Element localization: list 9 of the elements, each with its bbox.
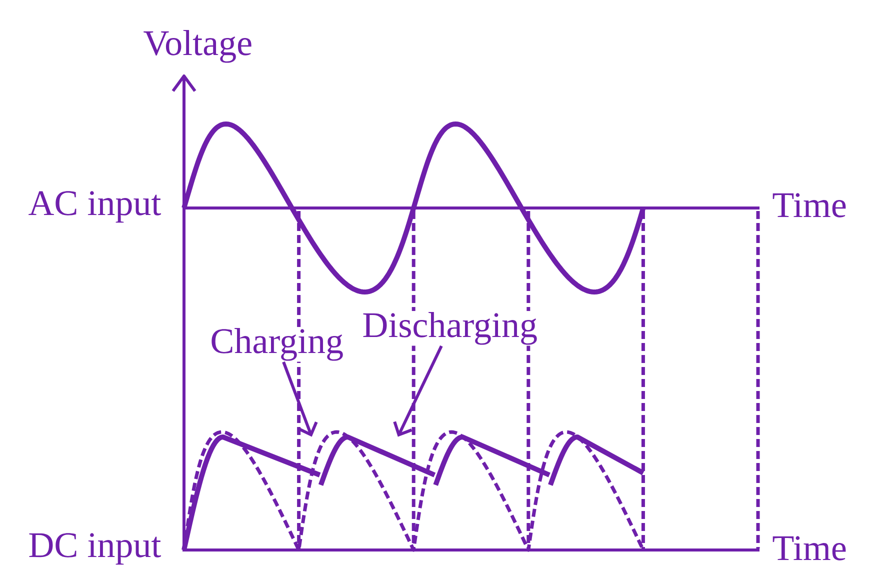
arrow [393,345,443,437]
arrow [282,361,318,437]
axis-label: Time [772,536,846,560]
axis-label: AC input [28,191,161,223]
annotation-text: Discharging [361,311,538,346]
axis-label: Voltage [144,30,252,63]
axis-label: Time [772,193,846,218]
axis-label: DC input [29,533,161,565]
annotation-text: Charging [209,327,345,362]
